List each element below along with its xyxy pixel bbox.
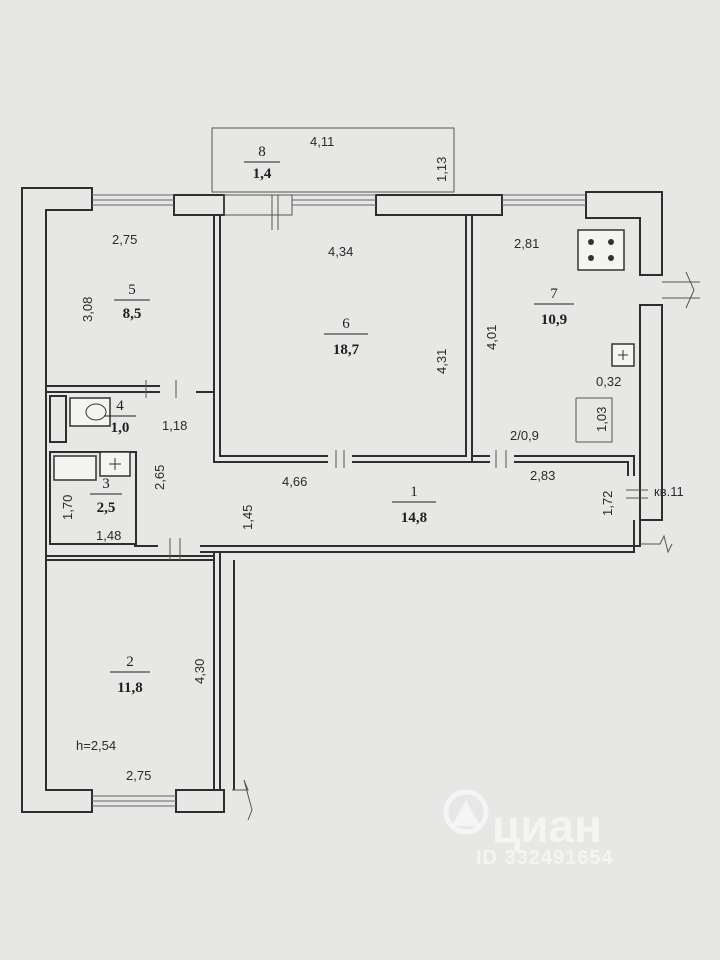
outer-wall-right-top: [585, 191, 663, 276]
dimension-label: 1,48: [96, 528, 121, 543]
room-6-label: 6 18,7: [324, 316, 368, 358]
dimension-label: 4,11: [310, 134, 334, 149]
kitchen-niche: [575, 397, 613, 443]
dimension-label: 1,18: [162, 418, 187, 433]
room-8-label: 8 1,4: [244, 144, 280, 182]
dimension-label: 3,08: [80, 297, 95, 322]
dimension-label: 0,32: [596, 374, 621, 389]
dimension-label: 4,31: [434, 349, 449, 374]
wall-segment: [173, 194, 225, 216]
svg-text:10,9: 10,9: [541, 312, 567, 328]
wall-segment: [375, 194, 503, 216]
outer-wall-right: [639, 304, 663, 521]
svg-text:8,5: 8,5: [123, 306, 142, 322]
window: [92, 194, 174, 206]
svg-text:8: 8: [258, 144, 266, 160]
room-1-label: 1 14,8: [392, 484, 436, 526]
svg-text:3: 3: [102, 476, 110, 492]
dimension-label: 4,01: [484, 325, 499, 350]
svg-text:1,0: 1,0: [111, 420, 130, 436]
svg-text:2: 2: [126, 654, 134, 670]
dimension-label: 4,30: [192, 659, 207, 684]
svg-text:1: 1: [410, 484, 418, 500]
room-5-label: 5 8,5: [114, 282, 150, 322]
dimension-label: 2,75: [126, 768, 151, 783]
dimension-label: 1,45: [240, 505, 255, 530]
dimension-label: 1,13: [434, 157, 449, 182]
svg-text:4: 4: [116, 398, 124, 414]
room-2-label: 2 11,8: [110, 654, 150, 696]
svg-text:1,4: 1,4: [253, 166, 272, 182]
svg-text:2,5: 2,5: [97, 500, 116, 516]
apartment-label: кв.11: [654, 484, 684, 499]
door-marks: [145, 195, 648, 560]
outer-wall-left: [21, 187, 93, 813]
dimension-label: 2,83: [530, 468, 555, 483]
sink-icon: [611, 343, 635, 367]
dimension-label: 1,03: [594, 407, 609, 432]
svg-text:11,8: 11,8: [117, 680, 142, 696]
svg-text:18,7: 18,7: [333, 342, 360, 358]
room-7-label: 7 10,9: [534, 286, 574, 328]
svg-text:7: 7: [550, 286, 558, 302]
room-4-label: 4 1,0: [104, 398, 136, 436]
height-label: h=2,54: [76, 738, 116, 753]
room-3-label: 3 2,5: [90, 476, 122, 516]
break-marks: [232, 271, 700, 821]
svg-text:14,8: 14,8: [401, 510, 427, 526]
dimension-label: 4,66: [282, 474, 307, 489]
toilet-icon: [69, 397, 111, 427]
window: [92, 795, 176, 807]
dimension-label: 2,75: [112, 232, 137, 247]
window: [292, 194, 376, 206]
interior-walls: [46, 215, 641, 790]
watermark-brand: циан: [492, 800, 602, 852]
dimension-label: 2,65: [152, 465, 167, 490]
dimension-label: 4,34: [328, 244, 353, 259]
balcony-door: [223, 194, 293, 216]
window: [502, 194, 586, 206]
wall-segment: [175, 789, 225, 813]
bathtub-icon: [53, 451, 131, 481]
stove-icon: [577, 229, 625, 271]
balcony-outline: [211, 127, 455, 193]
cian-logo-icon: [443, 789, 489, 835]
dimension-label: 1,70: [60, 495, 75, 520]
svg-text:6: 6: [342, 316, 350, 332]
dimension-label: 2,81: [514, 236, 539, 251]
dimension-label: 2/0,9: [510, 428, 539, 443]
svg-text:5: 5: [128, 282, 136, 298]
dimension-label: 1,72: [600, 491, 615, 516]
watermark-id: ID 332491654: [476, 847, 614, 869]
